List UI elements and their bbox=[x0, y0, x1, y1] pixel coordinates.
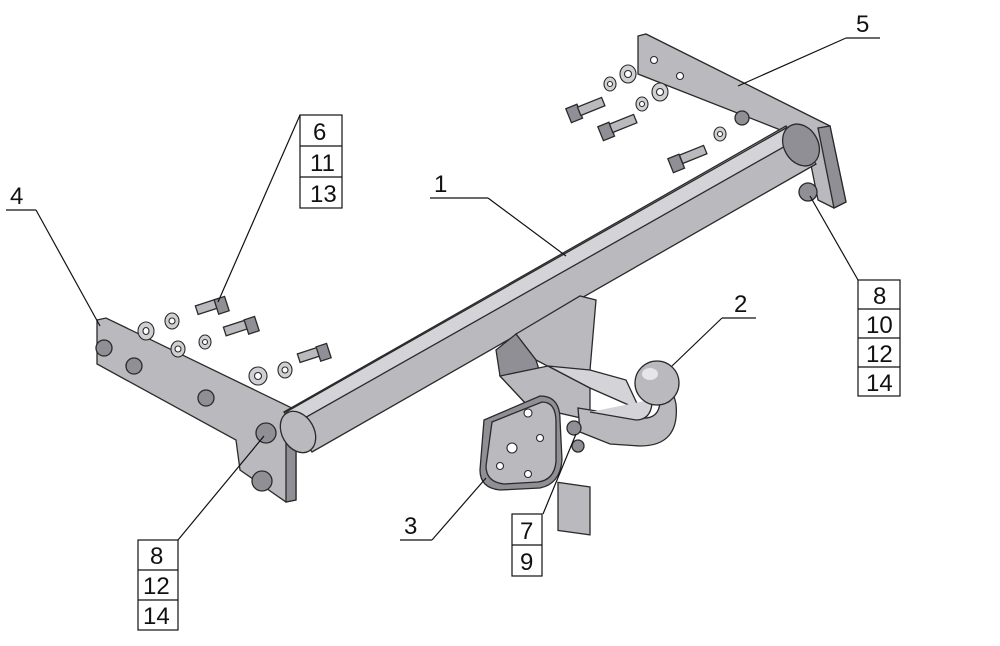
bolt-head-icon bbox=[197, 389, 215, 407]
callout-group-right: 8 10 12 14 bbox=[857, 279, 901, 397]
tow-ball bbox=[634, 360, 680, 406]
bolt-icon bbox=[596, 113, 638, 142]
callout-11: 11 bbox=[310, 150, 335, 177]
callout-2: 2 bbox=[734, 291, 747, 318]
nut-icon bbox=[571, 439, 585, 453]
callout-8: 8 bbox=[873, 283, 886, 310]
callout-group-top-left: 6 11 13 bbox=[299, 114, 343, 209]
bolt-head-icon bbox=[566, 420, 582, 436]
callout-group-bottom-left: 8 12 14 bbox=[137, 539, 179, 631]
right-mounting-bracket bbox=[637, 33, 847, 209]
bolt-icon bbox=[564, 96, 606, 124]
left-mounting-bracket bbox=[95, 317, 297, 503]
bolt-icon bbox=[296, 342, 332, 364]
callout-14: 14 bbox=[866, 370, 893, 397]
callout-8: 8 bbox=[150, 543, 163, 570]
bolt-icon bbox=[222, 315, 260, 337]
callout-12: 12 bbox=[143, 573, 170, 600]
cross-beam bbox=[279, 123, 821, 454]
callout-1: 1 bbox=[434, 171, 447, 198]
callout-labels: 1 2 3 4 5 bbox=[10, 11, 869, 540]
bolt-head-icon bbox=[255, 422, 277, 444]
callout-12: 12 bbox=[866, 341, 893, 368]
callout-4: 4 bbox=[10, 183, 23, 210]
nut-icon bbox=[798, 182, 818, 202]
leader-lines bbox=[6, 37, 880, 541]
bolt-head-icon bbox=[95, 339, 113, 357]
callout-5: 5 bbox=[856, 11, 869, 38]
callout-3: 3 bbox=[404, 513, 417, 540]
callout-7: 7 bbox=[520, 518, 533, 545]
bolt-head-icon bbox=[251, 470, 273, 492]
callout-group-center: 7 9 bbox=[511, 513, 543, 577]
bolt-icon bbox=[666, 144, 708, 174]
bolt-icon bbox=[194, 295, 230, 316]
center-bracket bbox=[495, 295, 642, 421]
right-fasteners bbox=[564, 64, 727, 174]
bolt-head-icon bbox=[125, 357, 143, 375]
bolt-head-icon bbox=[734, 110, 750, 126]
callout-14: 14 bbox=[143, 603, 170, 630]
left-fasteners bbox=[137, 295, 332, 386]
callout-9: 9 bbox=[520, 549, 533, 576]
callout-6: 6 bbox=[313, 119, 326, 146]
callout-13: 13 bbox=[310, 181, 337, 208]
callout-10: 10 bbox=[866, 312, 893, 339]
socket-mounting-plate bbox=[479, 395, 591, 536]
